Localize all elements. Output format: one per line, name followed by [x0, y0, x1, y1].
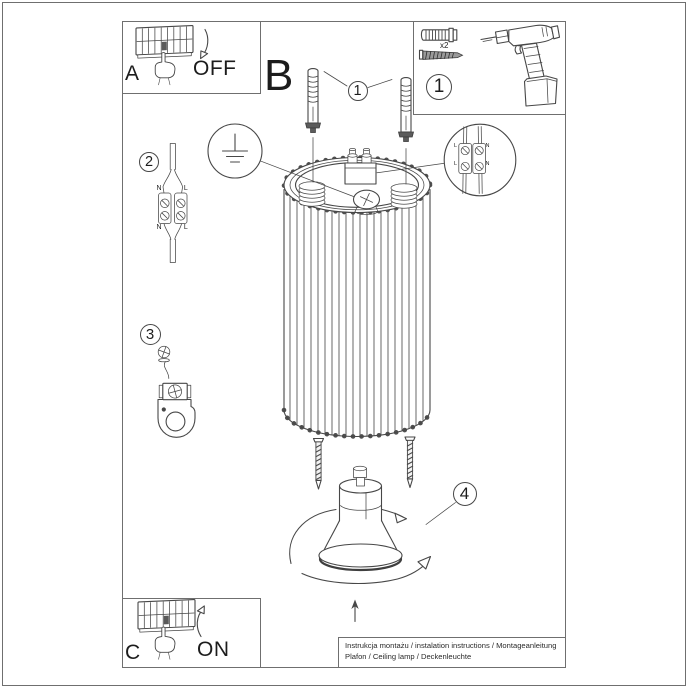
- hand-icon: [154, 626, 176, 660]
- bulb-contact-pin: [353, 465, 367, 487]
- wire-label-n-top: N: [156, 185, 162, 193]
- ground-wire-step3: [157, 345, 196, 438]
- step-c-box: [123, 598, 261, 667]
- step-a-letter: A: [125, 62, 140, 85]
- power-on-label: ON: [197, 638, 230, 661]
- lamp-body: [281, 148, 433, 439]
- main-frame: [122, 21, 566, 668]
- rotate-arrowhead-bottom: [417, 555, 432, 570]
- ground-screw-on-lamp: [352, 189, 381, 216]
- cable-gland-bolts: [347, 148, 372, 164]
- detail-label-n-top: N: [485, 143, 490, 150]
- anchor-step-badge: 1: [347, 81, 368, 101]
- leader-lines: [259, 137, 456, 525]
- threaded-insert-left: [298, 181, 326, 207]
- step-a-box: [123, 22, 261, 94]
- ground-symbol-detail: [207, 123, 263, 179]
- terminal-block-on-lamp: [344, 162, 377, 185]
- detail-label-l-top: L: [453, 143, 458, 150]
- insert-arrow-up: [351, 599, 359, 623]
- arrow-down-icon: [200, 50, 209, 60]
- arrow-up-icon: [196, 605, 205, 615]
- threaded-insert-right: [390, 183, 418, 209]
- step-4-badge: 4: [452, 482, 477, 506]
- step-3-badge: 3: [139, 323, 161, 345]
- footer-line-1: Instrukcja montażu / instalation instruc…: [345, 641, 557, 650]
- earth-ground-icon: [221, 133, 249, 163]
- bulb-illustration: [318, 465, 403, 572]
- step-b-letter: B: [264, 51, 294, 100]
- screw-icon: [418, 49, 464, 60]
- wire-label-n-bottom: N: [156, 224, 162, 232]
- circuit-panel-on-illustration: [137, 598, 205, 660]
- detail-label-n-bottom: N: [485, 160, 490, 167]
- power-off-label: OFF: [193, 57, 237, 80]
- plug-quantity-label: x2: [440, 40, 449, 50]
- drill-icon: [480, 24, 561, 107]
- mounting-bracket: [157, 398, 196, 438]
- earth-screw-icon: [157, 345, 171, 363]
- wire-label-l-bottom: L: [183, 224, 188, 232]
- rotate-arrowhead-top: [394, 512, 408, 524]
- tools-step-badge: 1: [426, 73, 452, 100]
- footer-line-2: Plafon / Ceiling lamp / Deckenleuchte: [345, 651, 472, 661]
- step-2-badge: 2: [139, 152, 159, 172]
- footer-text: Instrukcja montażu / instalation instruc…: [345, 641, 556, 662]
- circuit-panel-off-illustration: [135, 24, 209, 86]
- detail-label-l-bottom: L: [453, 160, 458, 167]
- step-c-letter: C: [125, 641, 141, 664]
- tools-box: [413, 22, 565, 115]
- wall-anchors-step-b: [304, 68, 415, 143]
- wall-plug-icon: [420, 27, 458, 43]
- wire-label-l-top: L: [183, 185, 188, 193]
- footer-box: [338, 637, 565, 667]
- rotation-arrows: [289, 508, 432, 585]
- wire-connector-step2: [158, 143, 188, 263]
- ground-clamp: [158, 382, 192, 401]
- terminal-detail: [443, 123, 517, 197]
